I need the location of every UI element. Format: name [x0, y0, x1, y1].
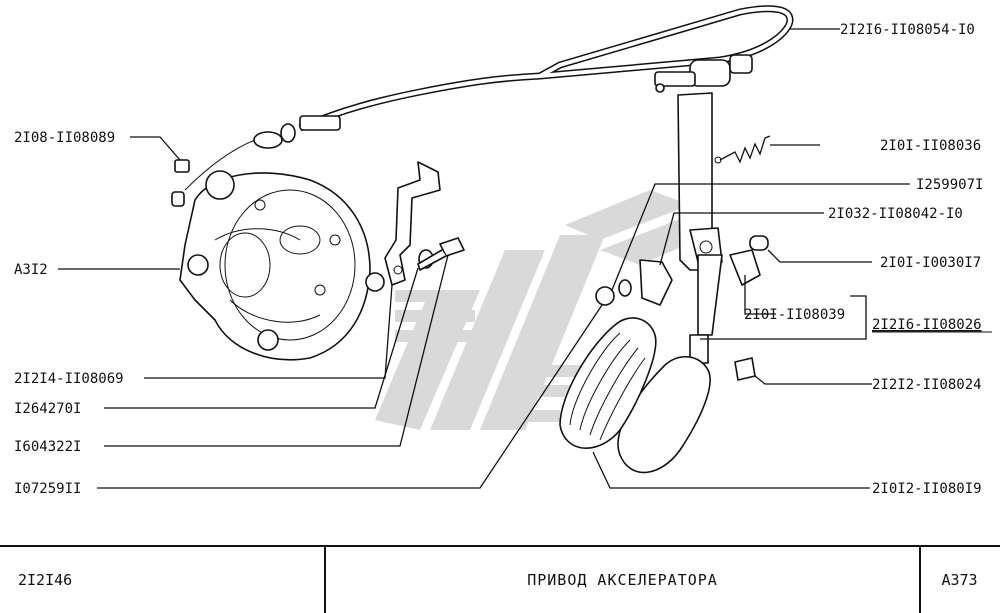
callout-2I0I-I0030I7: 2I0I-I0030I7	[880, 255, 981, 271]
bracket	[384, 161, 441, 286]
nut-washer	[595, 279, 632, 306]
pedal-pad	[559, 317, 711, 474]
callout-2I032-II08042-I0: 2I032-II08042-I0	[828, 206, 963, 222]
cable-clip	[171, 159, 190, 207]
callout-I07259II: I07259II	[14, 481, 81, 497]
sheet-code: A373	[941, 571, 978, 589]
callout-I259907I: I259907I	[916, 177, 983, 193]
drawing-title: ПРИВОД АКСЕЛЕРАТОРА	[326, 547, 921, 613]
leader-lines	[58, 28, 910, 489]
parts-diagram: 2I2I6-II08054-I0 2I08-II08089 2I0I-II080…	[14, 5, 992, 497]
stop-pad	[734, 357, 756, 381]
washer-bolt	[417, 237, 465, 271]
carburetor	[179, 170, 385, 361]
callout-2I2I6-II08054-I0: 2I2I6-II08054-I0	[840, 22, 975, 38]
callout-2I2I6-II08026: 2I2I6-II08026	[872, 317, 982, 333]
callout-2I0I-II08036: 2I0I-II08036	[880, 138, 981, 154]
callout-2I0I2-II080I9: 2I0I2-II080I9	[872, 481, 982, 497]
callout-A3I2: A3I2	[14, 262, 48, 278]
return-spring	[714, 135, 771, 164]
pedal-lever	[639, 92, 769, 364]
model-code: 2I2I46	[0, 547, 326, 613]
callout-2I2I2-II08024: 2I2I2-II08024	[872, 377, 982, 393]
callout-I604322I: I604322I	[14, 439, 81, 455]
title-block: 2I2I46 ПРИВОД АКСЕЛЕРАТОРА A373	[0, 545, 1000, 613]
throttle-cable	[184, 5, 794, 191]
callout-2I2I4-II08069: 2I2I4-II08069	[14, 371, 124, 387]
callout-2I0I-II08039: 2I0I-II08039	[744, 307, 845, 323]
callout-2I08-II08089: 2I08-II08089	[14, 130, 115, 146]
callout-I264270I: I264270I	[14, 401, 81, 417]
